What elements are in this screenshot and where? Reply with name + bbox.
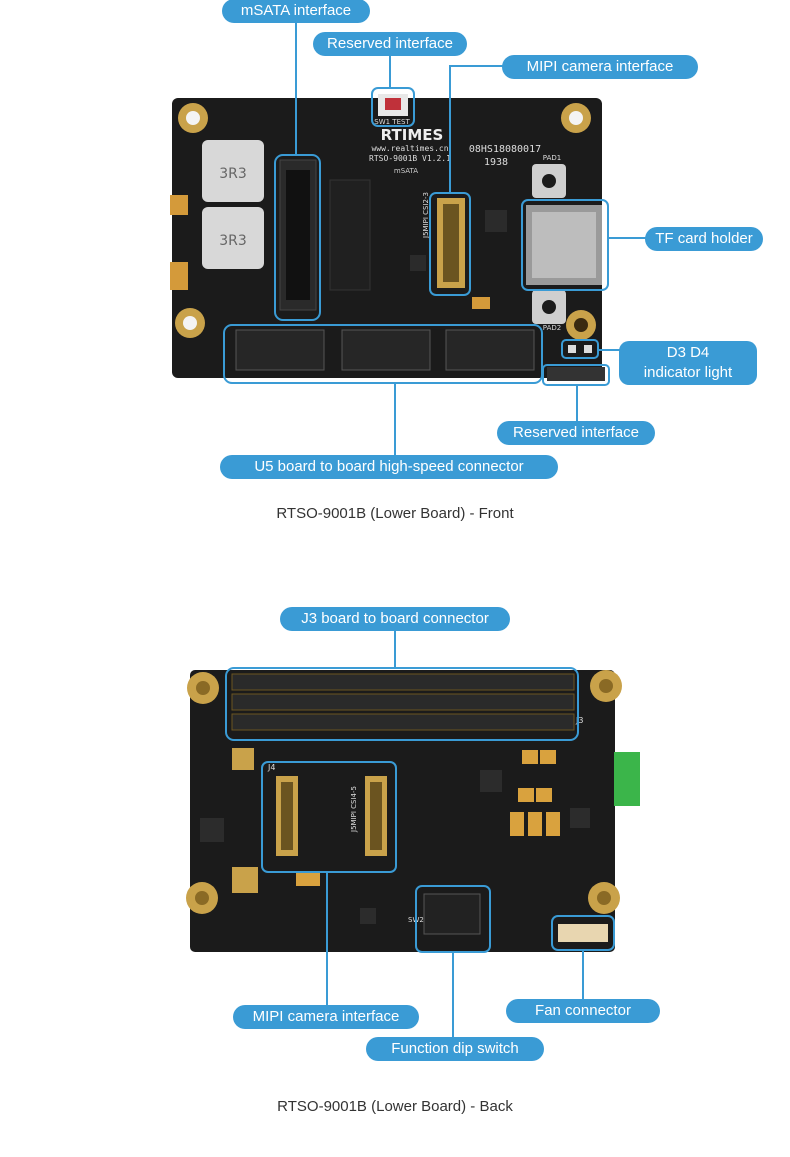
svg-text:www.realtimes.cn: www.realtimes.cn xyxy=(371,144,448,153)
label-mipi-camera-interface-front: MIPI camera interface xyxy=(502,55,698,79)
label-mipi-camera-interface-back: MIPI camera interface xyxy=(233,1005,419,1029)
svg-text:J5MIPI CSI2-3: J5MIPI CSI2-3 xyxy=(422,192,430,239)
label-msata-interface: mSATA interface xyxy=(222,0,370,23)
svg-text:RTSO-9001B V1.2.1: RTSO-9001B V1.2.1 xyxy=(369,154,451,163)
front-callout-outlines xyxy=(223,87,610,386)
back-dip-switch xyxy=(423,893,481,935)
caption-back: RTSO-9001B (Lower Board) - Back xyxy=(277,1098,513,1115)
svg-text:J3: J3 xyxy=(575,716,583,725)
label-reserved-interface-top: Reserved interface xyxy=(313,32,467,56)
label-tf-card-holder: TF card holder xyxy=(645,227,763,251)
label-j3-connector: J3 board to board connector xyxy=(280,607,510,631)
front-mounting-holes xyxy=(175,103,596,340)
front-leader-lines xyxy=(295,22,648,456)
label-fan-connector: Fan connector xyxy=(506,999,660,1023)
label-u5-connector: U5 board to board high-speed connector xyxy=(220,455,558,479)
back-fan-connector xyxy=(558,924,608,942)
svg-text:J4: J4 xyxy=(267,763,275,772)
label-d3-d4-indicator: D3 D4 indicator light xyxy=(619,341,757,385)
back-leader-lines xyxy=(326,630,584,1038)
svg-text:mSATA: mSATA xyxy=(394,167,418,175)
front-reserved-header xyxy=(547,367,605,381)
svg-text:PAD1: PAD1 xyxy=(543,154,561,162)
front-u5-connectors xyxy=(235,329,535,371)
svg-text:3R3: 3R3 xyxy=(219,233,247,249)
svg-text:J5MIPI CSI4-5: J5MIPI CSI4-5 xyxy=(350,786,358,833)
label-reserved-interface-bottom: Reserved interface xyxy=(497,421,655,445)
svg-text:08HS18080017: 08HS18080017 xyxy=(469,144,541,155)
front-board-image: 3R3 3R3 RTIMES www.realtimes.cn RTSO-900… xyxy=(170,22,648,456)
back-terminal-block xyxy=(614,752,640,806)
label-d3-d4-line1: D3 D4 xyxy=(666,344,710,361)
label-d3-d4-line2: indicator light xyxy=(643,364,733,381)
svg-text:RTIMES: RTIMES xyxy=(381,126,444,144)
svg-text:1938: 1938 xyxy=(484,157,508,168)
svg-text:3R3: 3R3 xyxy=(219,166,247,182)
caption-front: RTSO-9001B (Lower Board) - Front xyxy=(276,505,514,522)
back-pcb xyxy=(190,670,615,952)
label-function-dip-switch: Function dip switch xyxy=(366,1037,544,1061)
front-inductors: 3R3 3R3 xyxy=(202,140,264,269)
svg-text:SW1 TEST: SW1 TEST xyxy=(374,118,410,126)
svg-text:PAD2: PAD2 xyxy=(543,324,561,332)
back-board-image: J3 J4 J5MIPI CSI4-5 SW2 xyxy=(186,630,640,1038)
back-j3-connector xyxy=(231,673,575,731)
